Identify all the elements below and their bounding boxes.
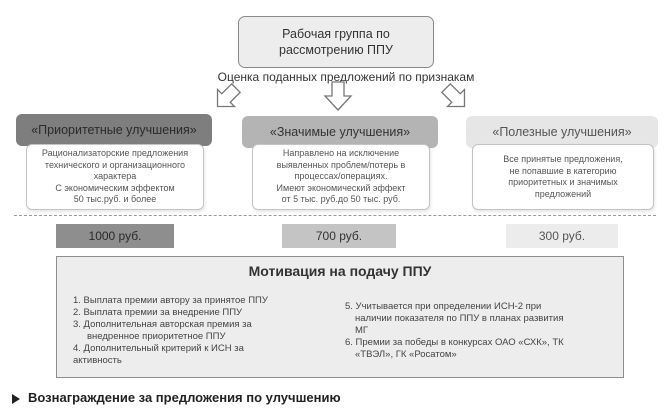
amount-useful: 300 руб. [506,224,618,248]
desc-line: С экономическим эффектом [55,182,175,193]
desc-line: Рационализаторские предложения [41,148,189,159]
working-group-line-2: рассмотрению ППУ [279,43,393,57]
working-group-line-1: Рабочая группа по [282,27,390,41]
motivation-box: Мотивация на подачу ППУ 1. Выплата преми… [56,256,624,378]
desc-line: приоритетных и значимых [508,177,618,187]
evaluation-subtitle: Оценка поданных предложений по признакам [217,70,475,84]
motivation-item: активность [73,355,122,366]
dashed-divider [14,215,656,216]
motivation-list-left: 1. Выплата премии автору за принятое ППУ… [73,295,323,367]
motivation-item: МГ [355,325,369,336]
desc-line: технического и организационного [44,159,186,170]
arrow-down-icon [323,81,353,111]
category-useful-description: Все принятые предложения, не попавшие в … [472,144,654,210]
caption-text: Вознаграждение за предложения по улучшен… [28,390,341,405]
motivation-item: «ТВЭЛ», ГК «Росатом» [355,349,457,360]
desc-line: Имеют экономический эффект [276,182,406,193]
desc-line: от 5 тыс. руб.до 50 тыс. руб. [281,194,401,205]
category-significant-description: Направлено на исключение выявленных проб… [252,144,430,210]
figure-caption: Вознаграждение за предложения по улучшен… [12,390,341,405]
motivation-item: 6. Премии за победы в конкурсах ОАО «СХК… [345,337,564,348]
motivation-item: 4. Дополнительный критерий к ИСН за [73,343,244,354]
desc-line: выявленных проблем/потерь в [276,159,406,170]
motivation-item: внедренное приоритетное ППУ [87,331,226,342]
motivation-item: 3. Дополнительная авторская премия за [73,319,252,330]
triangle-bullet-icon [12,393,20,404]
desc-line: не попавшие в категорию [509,165,617,176]
desc-line: процессах/операциях. [294,171,388,182]
desc-line: 50 тыс.руб. и более [73,194,157,205]
working-group-box: Рабочая группа по рассмотрению ППУ [238,16,434,68]
amount-priority: 1000 руб. [56,224,174,248]
arrow-down-right-icon [440,82,466,108]
motivation-title: Мотивация на подачу ППУ [248,263,432,279]
category-useful-header: «Полезные улучшения» [466,116,658,148]
motivation-item: 1. Выплата премии автору за принятое ППУ [73,295,268,306]
category-priority-header: «Приоритетные улучшения» [16,114,212,146]
desc-line: Все принятые предложения, [503,154,623,164]
category-significant-header: «Значимые улучшения» [242,116,438,148]
amount-significant: 700 руб. [282,224,396,248]
desc-line: характера [93,171,137,182]
category-priority-description: Рационализаторские предложения техническ… [26,144,204,210]
motivation-item: наличии показателя по ППУ в планах разви… [355,313,564,324]
motivation-list-right: 5. Учитывается при определении ИСН-2 при… [345,301,615,361]
desc-line: Направлено на исключение [282,148,400,159]
desc-line: предложений [534,188,592,199]
motivation-item: 5. Учитывается при определении ИСН-2 при [345,301,542,312]
arrow-down-left-icon [216,82,242,108]
motivation-item: 2. Выплата премии за внедрение ППУ [73,307,243,318]
